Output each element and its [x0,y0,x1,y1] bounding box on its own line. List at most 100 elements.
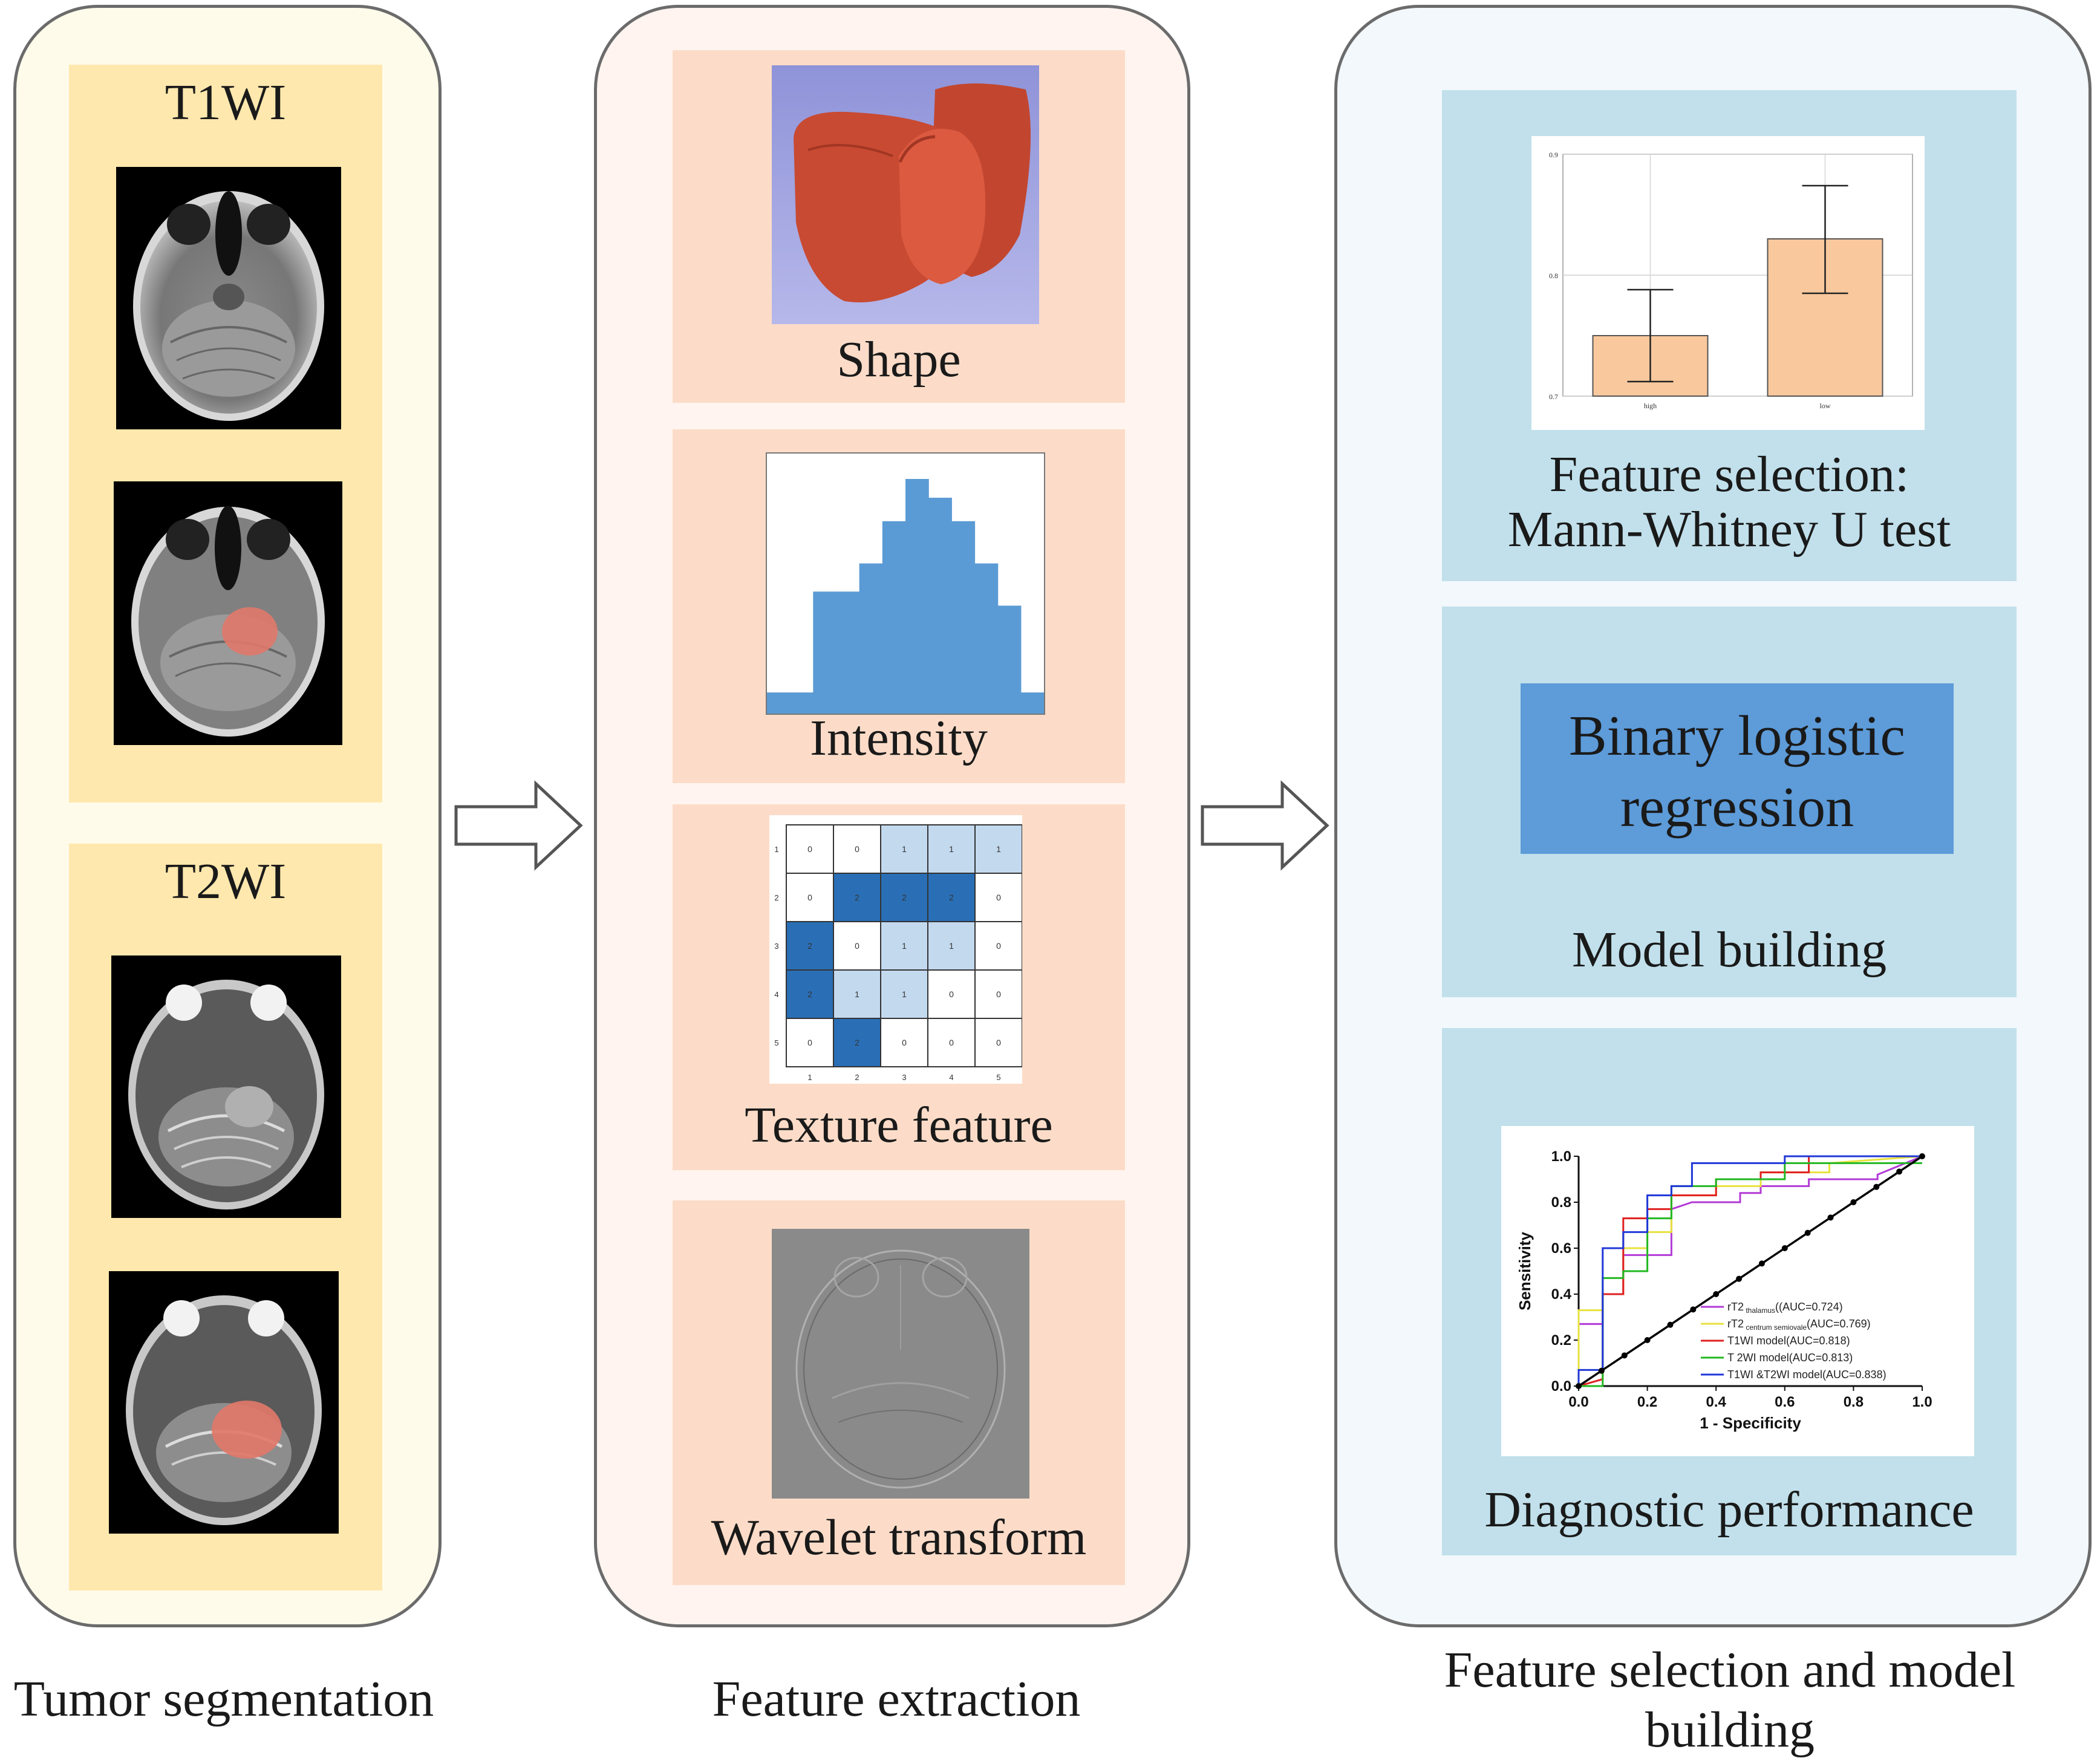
t1-mri-image [116,167,341,429]
glcm-cell-value: 0 [855,844,859,854]
histogram-bar [928,498,952,714]
glcm-cell-value: 2 [807,989,812,999]
glcm-cell-value: 2 [855,893,859,902]
glcm-cell-value: 0 [855,941,859,951]
x-tick-label: 0.0 [1568,1394,1588,1410]
y-tick-label: 0.8 [1549,272,1558,280]
logistic-regression-box [1521,683,1954,854]
glcm-cell [786,824,834,874]
reference-line [1578,1155,1923,1387]
x-tick-label: 0.2 [1637,1394,1657,1410]
glcm-col-label: 3 [902,1073,906,1082]
glcm-col-label: 4 [949,1073,953,1082]
reference-point [1690,1306,1697,1313]
x-tick-label: 1.0 [1912,1394,1932,1410]
legend-label: rT2 centrum semiovale(AUC=0.769) [1727,1318,1871,1332]
glcm-cell-value: 0 [996,1038,1001,1047]
legend-label: T1WI &T2WI model(AUC=0.838) [1727,1369,1886,1381]
model-building-label: Model building [1571,922,1887,978]
reference-point [1598,1367,1605,1374]
glcm-cell [833,824,881,874]
reference-point [1896,1168,1903,1175]
glcm-cell-value: 1 [949,844,954,854]
x-tick-label: 0.6 [1775,1394,1795,1410]
glcm-row-label: 5 [774,1038,778,1047]
caption-tumor-segmentation: Tumor segmentation [13,1671,434,1727]
glcm-cell [927,921,976,971]
shape-3d-render [772,65,1039,324]
t2-label: T2WI [165,853,287,910]
glcm-cell-value: 0 [807,1038,812,1047]
glcm-cell [880,873,928,922]
glcm-cell-value: 1 [855,989,859,999]
glcm-cell [927,873,976,922]
glcm-cell [786,969,834,1019]
shape-label: Shape [836,331,961,388]
histogram-bar [859,563,883,714]
glcm-cell-value: 2 [807,941,812,951]
arrow-right-icon [1201,780,1329,871]
reference-point [1781,1245,1788,1251]
histogram-bar [1020,692,1045,714]
y-tick-label: 0.7 [1549,392,1558,401]
histogram-bar [997,605,1022,714]
glcm-cell-value: 2 [902,893,907,902]
glcm-cell [786,1018,834,1067]
glcm-col-label: 2 [855,1073,859,1082]
x-tick-label: 0.8 [1844,1394,1864,1410]
legend-label: T 2WI model(AUC=0.813) [1727,1352,1853,1364]
glcm-cell-value: 2 [855,1038,859,1047]
roc-curve [1579,1162,1922,1387]
x-tick-label: 0.4 [1706,1394,1727,1410]
roc-curve [1577,1155,1922,1386]
glcm-col-label: 1 [807,1073,812,1082]
histogram-bar [836,591,860,714]
legend-label: rT2 thalamus((AUC=0.724) [1727,1301,1843,1315]
glcm-cell-value: 0 [996,989,1001,999]
y-tick-label: 1.0 [1551,1148,1571,1165]
glcm-cell [880,969,928,1019]
histogram-bar [767,692,791,714]
t2-mri-segmented-image [109,1271,339,1534]
glcm-cell [833,1018,881,1067]
histogram-bar [813,591,837,714]
glcm-row-label: 1 [774,845,778,854]
intensity-histogram [766,452,1045,715]
wavelet-image [772,1229,1029,1499]
reference-point [1873,1183,1880,1190]
glcm-cell [927,1018,976,1067]
reference-point [1827,1214,1834,1221]
legend-label: T1WI model(AUC=0.818) [1727,1335,1850,1347]
histogram-bar [882,521,906,714]
glcm-cell-value: 0 [807,844,812,854]
glcm-cell-value: 0 [949,1038,954,1047]
reference-point [1713,1291,1720,1297]
reference-point [1576,1383,1582,1389]
y-tick-label: 0.9 [1549,151,1558,159]
glcm-cell-value: 0 [902,1038,907,1047]
glcm-cell-value: 1 [902,941,907,951]
glcm-cell-value: 0 [996,893,1001,902]
arrow-right-icon [454,780,583,871]
glcm-row-label: 4 [774,990,778,999]
glcm-col-label: 5 [996,1073,1000,1082]
y-tick-label: 0.6 [1551,1240,1571,1257]
wavelet-label: Wavelet transform [711,1509,1087,1566]
reference-point [1758,1260,1765,1267]
t1-label: T1WI [165,74,287,131]
glcm-cell-value: 0 [807,893,812,902]
histogram-bar [790,692,814,714]
histogram-bar [905,479,929,714]
glcm-cell-value: 1 [902,989,907,999]
y-axis-title: Sensitivity [1516,1231,1534,1310]
glcm-row-label: 3 [774,942,778,951]
caption-feature-selection: Feature selection and model building [1444,1642,2016,1759]
glcm-cell-value: 0 [996,941,1001,951]
x-tick-label: high [1644,402,1657,410]
reference-point [1644,1337,1651,1343]
glcm-cell [974,1018,1023,1067]
x-tick-label: low [1820,402,1831,410]
histogram-bar [951,521,976,714]
